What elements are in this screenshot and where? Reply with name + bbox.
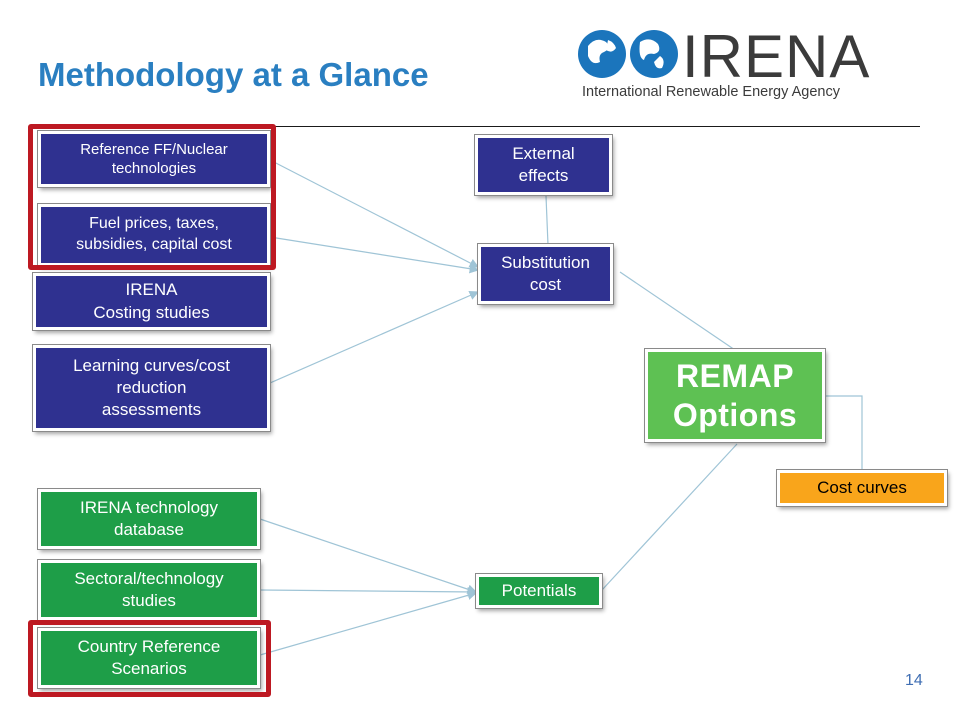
irena-technology-database-box: IRENA technology database (38, 489, 260, 549)
highlight-cost-inputs (28, 124, 276, 270)
irena-costing-studies-box: IRENA Costing studies (33, 273, 270, 330)
connector-reference-to-substitution (269, 159, 480, 268)
sectoral-technology-studies-box: Sectoral/technology studies (38, 560, 260, 620)
external-effects-box: External effects (475, 135, 612, 195)
page-title: Methodology at a Glance (38, 56, 429, 93)
globe-icon (578, 30, 678, 78)
potentials-box: Potentials (476, 574, 602, 608)
logo-wordmark: IRENA (682, 23, 871, 90)
connector-database-to-potentials (259, 518, 478, 594)
logo-tagline: International Renewable Energy Agency (582, 84, 840, 100)
connector-potentials-to-remap (601, 443, 738, 591)
header-divider (30, 126, 920, 127)
country-reference-scenarios-box: Country Reference Scenarios (38, 628, 260, 688)
highlight-country-scenarios (28, 620, 271, 697)
substitution-cost-box: Substitution cost (478, 244, 613, 304)
cost-curves-box: Cost curves (777, 470, 947, 506)
learning-curves-box: Learning curves/cost reduction assessmen… (33, 345, 270, 431)
fuel-prices-box: Fuel prices, taxes, subsidies, capital c… (38, 204, 270, 266)
remap-options-box: REMAP Options (645, 349, 825, 442)
connector-sectoral-to-potentials (259, 587, 478, 597)
connector-fuel-to-substitution (269, 236, 480, 274)
connector-external-to-substitution (545, 195, 549, 246)
irena-logo: IRENA International Renewable Energy Age… (574, 20, 874, 110)
page-number: 14 (905, 672, 923, 689)
reference-ff-nuclear-box: Reference FF/Nuclear technologies (38, 131, 270, 187)
connector-substitution-to-remap (619, 271, 736, 351)
connector-learning-to-substitution (269, 290, 480, 384)
connector-country-to-potentials (259, 590, 478, 656)
connector-remap-to-cost-curves (825, 395, 863, 470)
